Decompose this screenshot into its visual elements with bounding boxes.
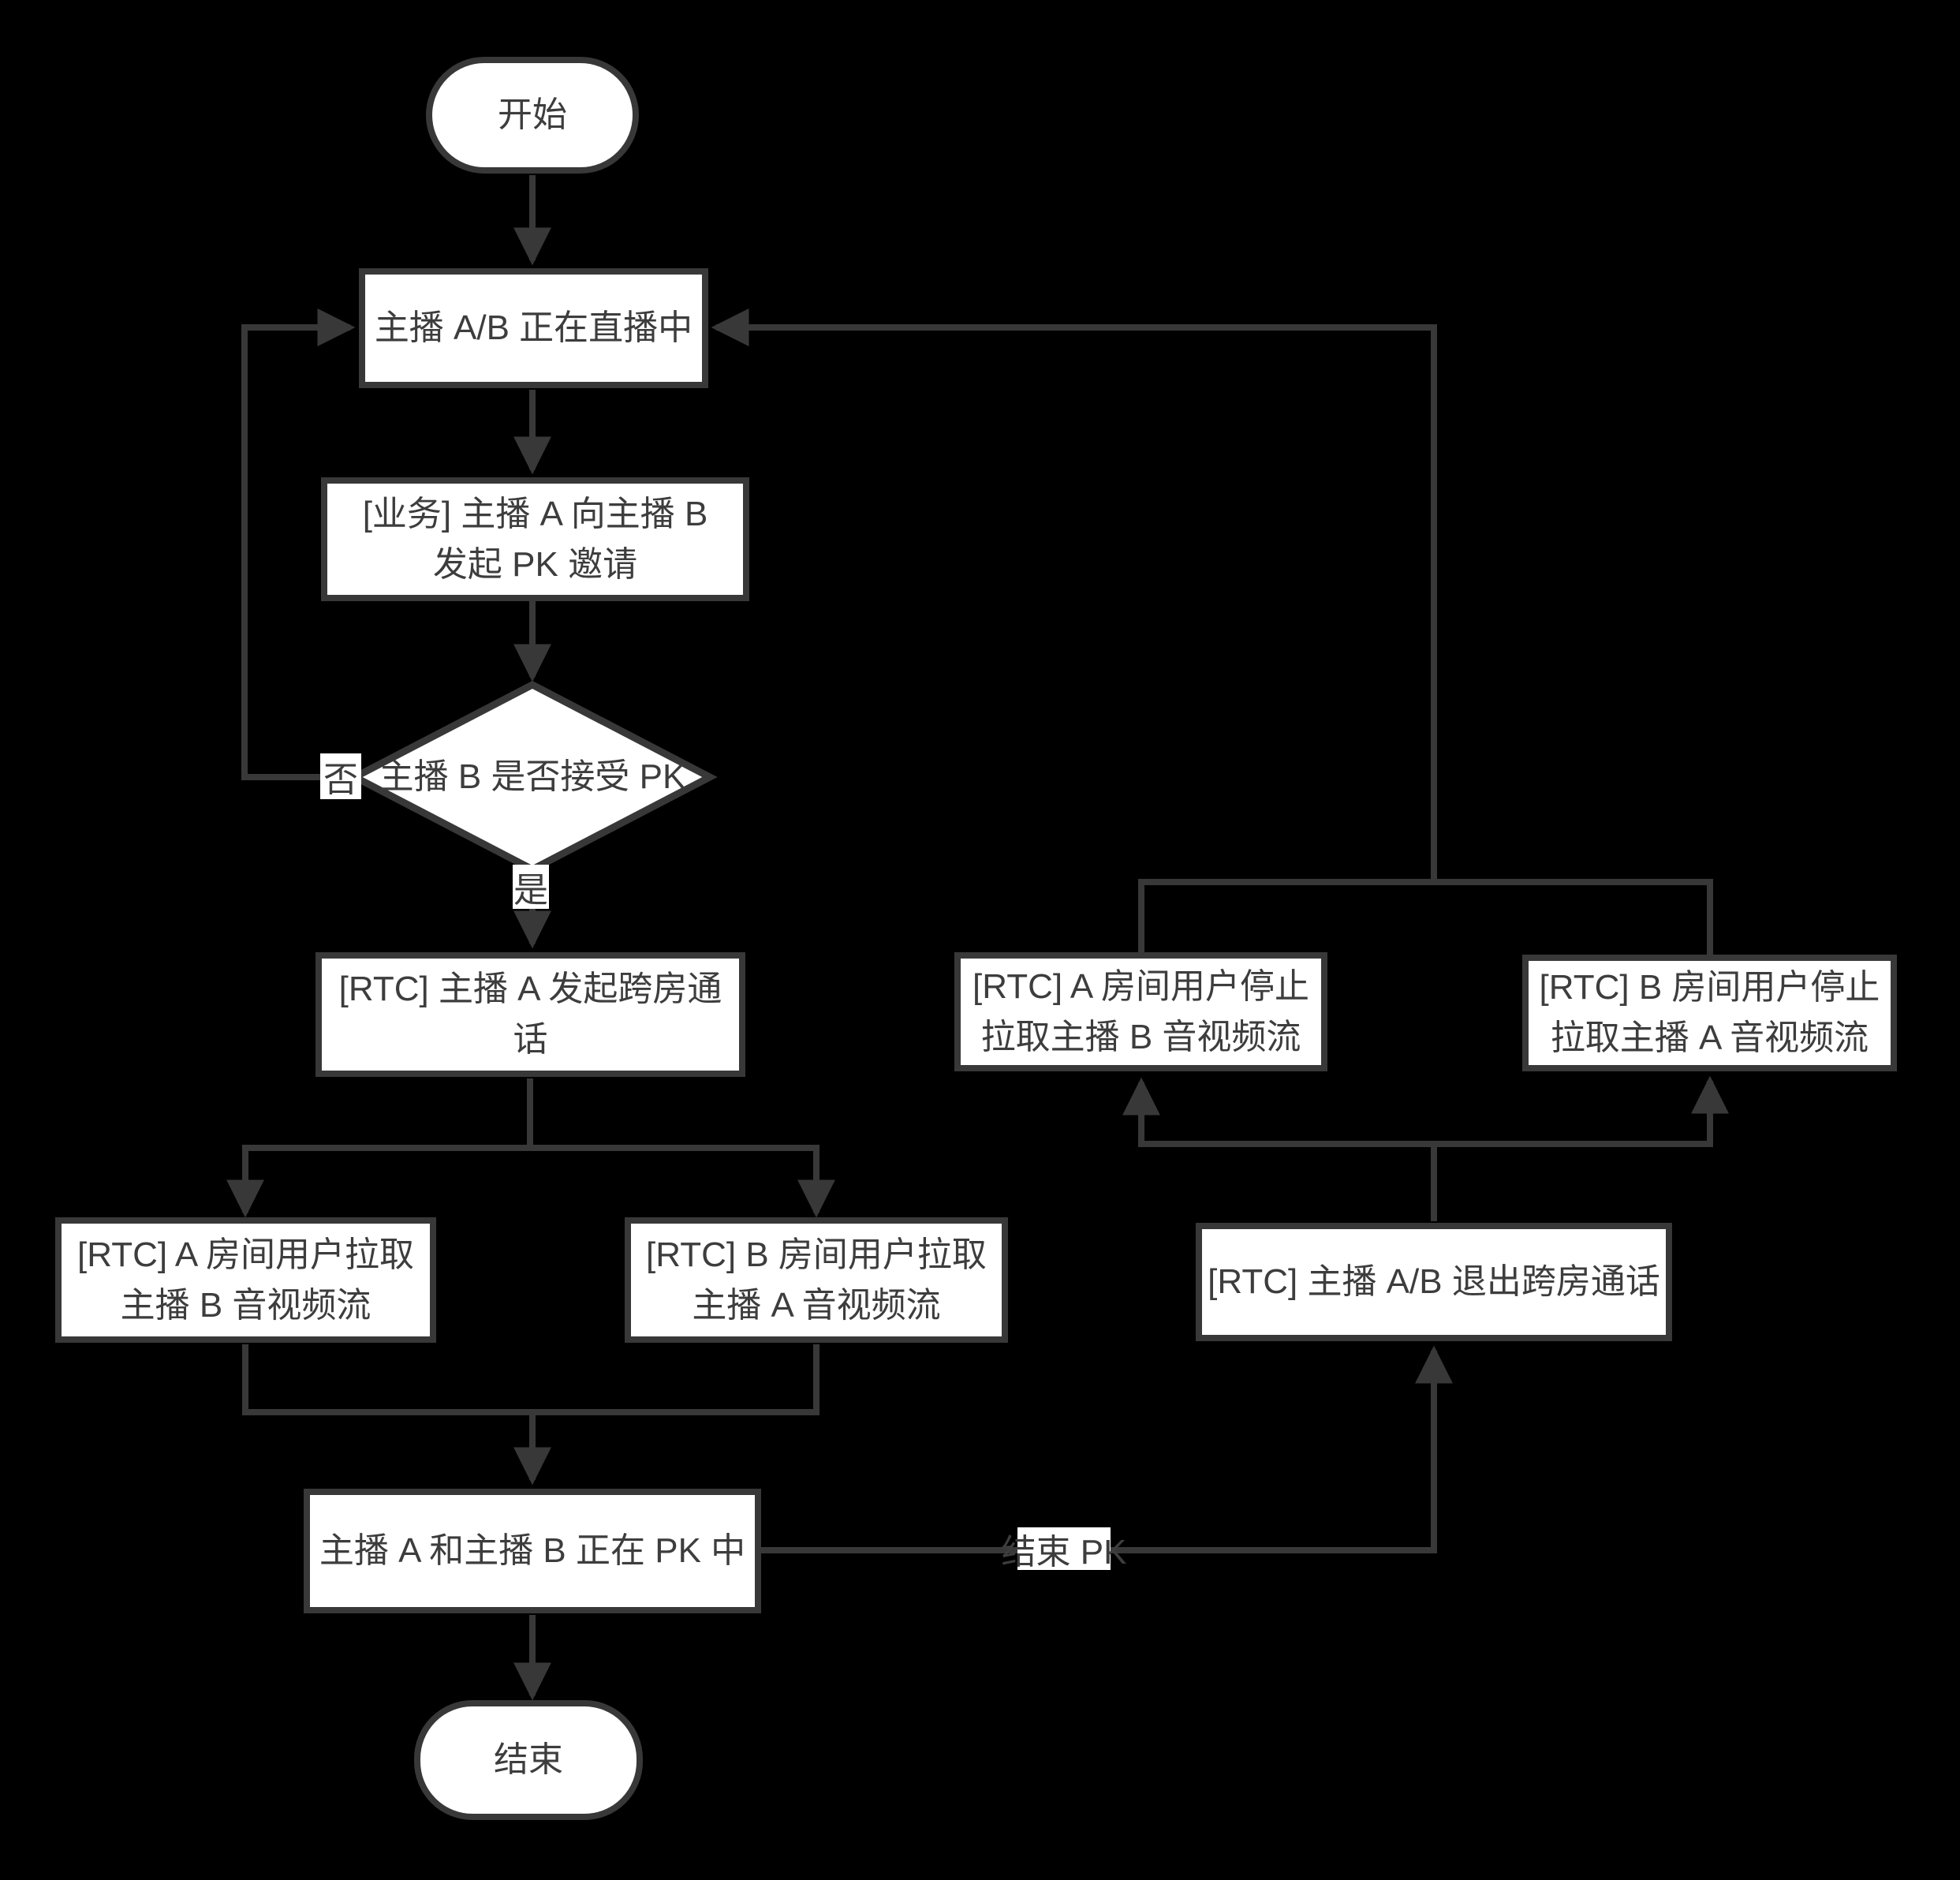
node-pull-a-label-line1: [RTC] A 房间用户拉取	[77, 1235, 415, 1274]
edge-rtccall-pull-b	[530, 1145, 835, 1218]
edge-label-yes-text: 是	[513, 871, 548, 910]
edge-label-end-pk: 结束 PK	[1002, 1527, 1126, 1572]
node-pull-b[interactable]: [RTC] B 房间用户拉取 主播 A 音视频流	[625, 1217, 1008, 1343]
node-invite[interactable]: [业务] 主播 A 向主播 B 发起 PK 邀请	[321, 477, 749, 601]
node-end-label: 结束	[494, 1740, 563, 1779]
node-pull-b-label-line1: [RTC] B 房间用户拉取	[646, 1235, 987, 1274]
edge-label-yes: 是	[513, 865, 549, 910]
node-invite-label-line1: [业务] 主播 A 向主播 B	[362, 494, 708, 533]
node-stop-a[interactable]: [RTC] A 房间用户停止 拉取主播 B 音视频流	[954, 952, 1327, 1071]
edge-label-end-pk-text: 结束 PK	[1001, 1533, 1127, 1572]
node-start-label: 开始	[498, 95, 567, 134]
node-pk-label: 主播 A 和主播 B 正在 PK 中	[319, 1531, 746, 1570]
node-decision-shape[interactable]	[347, 680, 718, 874]
node-decision[interactable]: 主播 B 是否接受 PK	[375, 742, 690, 813]
node-live[interactable]: 主播 A/B 正在直播中	[359, 268, 708, 388]
edge-stop-merge	[1138, 879, 1713, 955]
node-live-label: 主播 A/B 正在直播中	[374, 308, 693, 347]
edge-pk-endpk-exit	[761, 1345, 1453, 1553]
node-pull-b-label-line2: 主播 A 音视频流	[692, 1285, 941, 1325]
node-decision-label: 主播 B 是否接受 PK	[379, 757, 686, 796]
node-rtc-call[interactable]: [RTC] 主播 A 发起跨房通话	[315, 952, 745, 1077]
node-pull-a[interactable]: [RTC] A 房间用户拉取 主播 B 音视频流	[55, 1217, 436, 1343]
node-stop-a-label-line1: [RTC] A 房间用户停止	[972, 966, 1310, 1006]
node-stop-b-label-line1: [RTC] B 房间用户停止	[1539, 968, 1880, 1007]
edge-decision-no-live	[241, 308, 356, 780]
node-pull-a-label-line2: 主播 B 音视频流	[120, 1285, 371, 1325]
node-stop-a-label-line2: 拉取主播 B 音视频流	[980, 1017, 1301, 1056]
node-stop-b[interactable]: [RTC] B 房间用户停止 拉取主播 A 音视频流	[1522, 955, 1897, 1071]
node-pk[interactable]: 主播 A 和主播 B 正在 PK 中	[304, 1489, 761, 1613]
node-exit-label: [RTC] 主播 A/B 退出跨房通话	[1208, 1262, 1660, 1301]
node-stop-b-label-line2: 拉取主播 A 音视频流	[1550, 1018, 1869, 1057]
edge-return-live	[711, 308, 1437, 882]
node-invite-label-line2: 发起 PK 邀请	[432, 544, 638, 584]
edge-label-no-text: 否	[323, 761, 358, 799]
edge-rtccall-pull-a	[226, 1078, 533, 1218]
node-exit[interactable]: [RTC] 主播 A/B 退出跨房通话	[1196, 1223, 1672, 1341]
edge-exit-stop-b	[1434, 1075, 1729, 1147]
node-end[interactable]: 结束	[414, 1700, 643, 1820]
edge-pull-merge	[242, 1344, 819, 1415]
edge-label-no: 否	[320, 753, 361, 799]
edge-exit-stop-a	[1122, 1077, 1437, 1221]
node-start[interactable]: 开始	[426, 57, 639, 174]
node-rtc-call-label: [RTC] 主播 A 发起跨房通话	[338, 970, 722, 1059]
